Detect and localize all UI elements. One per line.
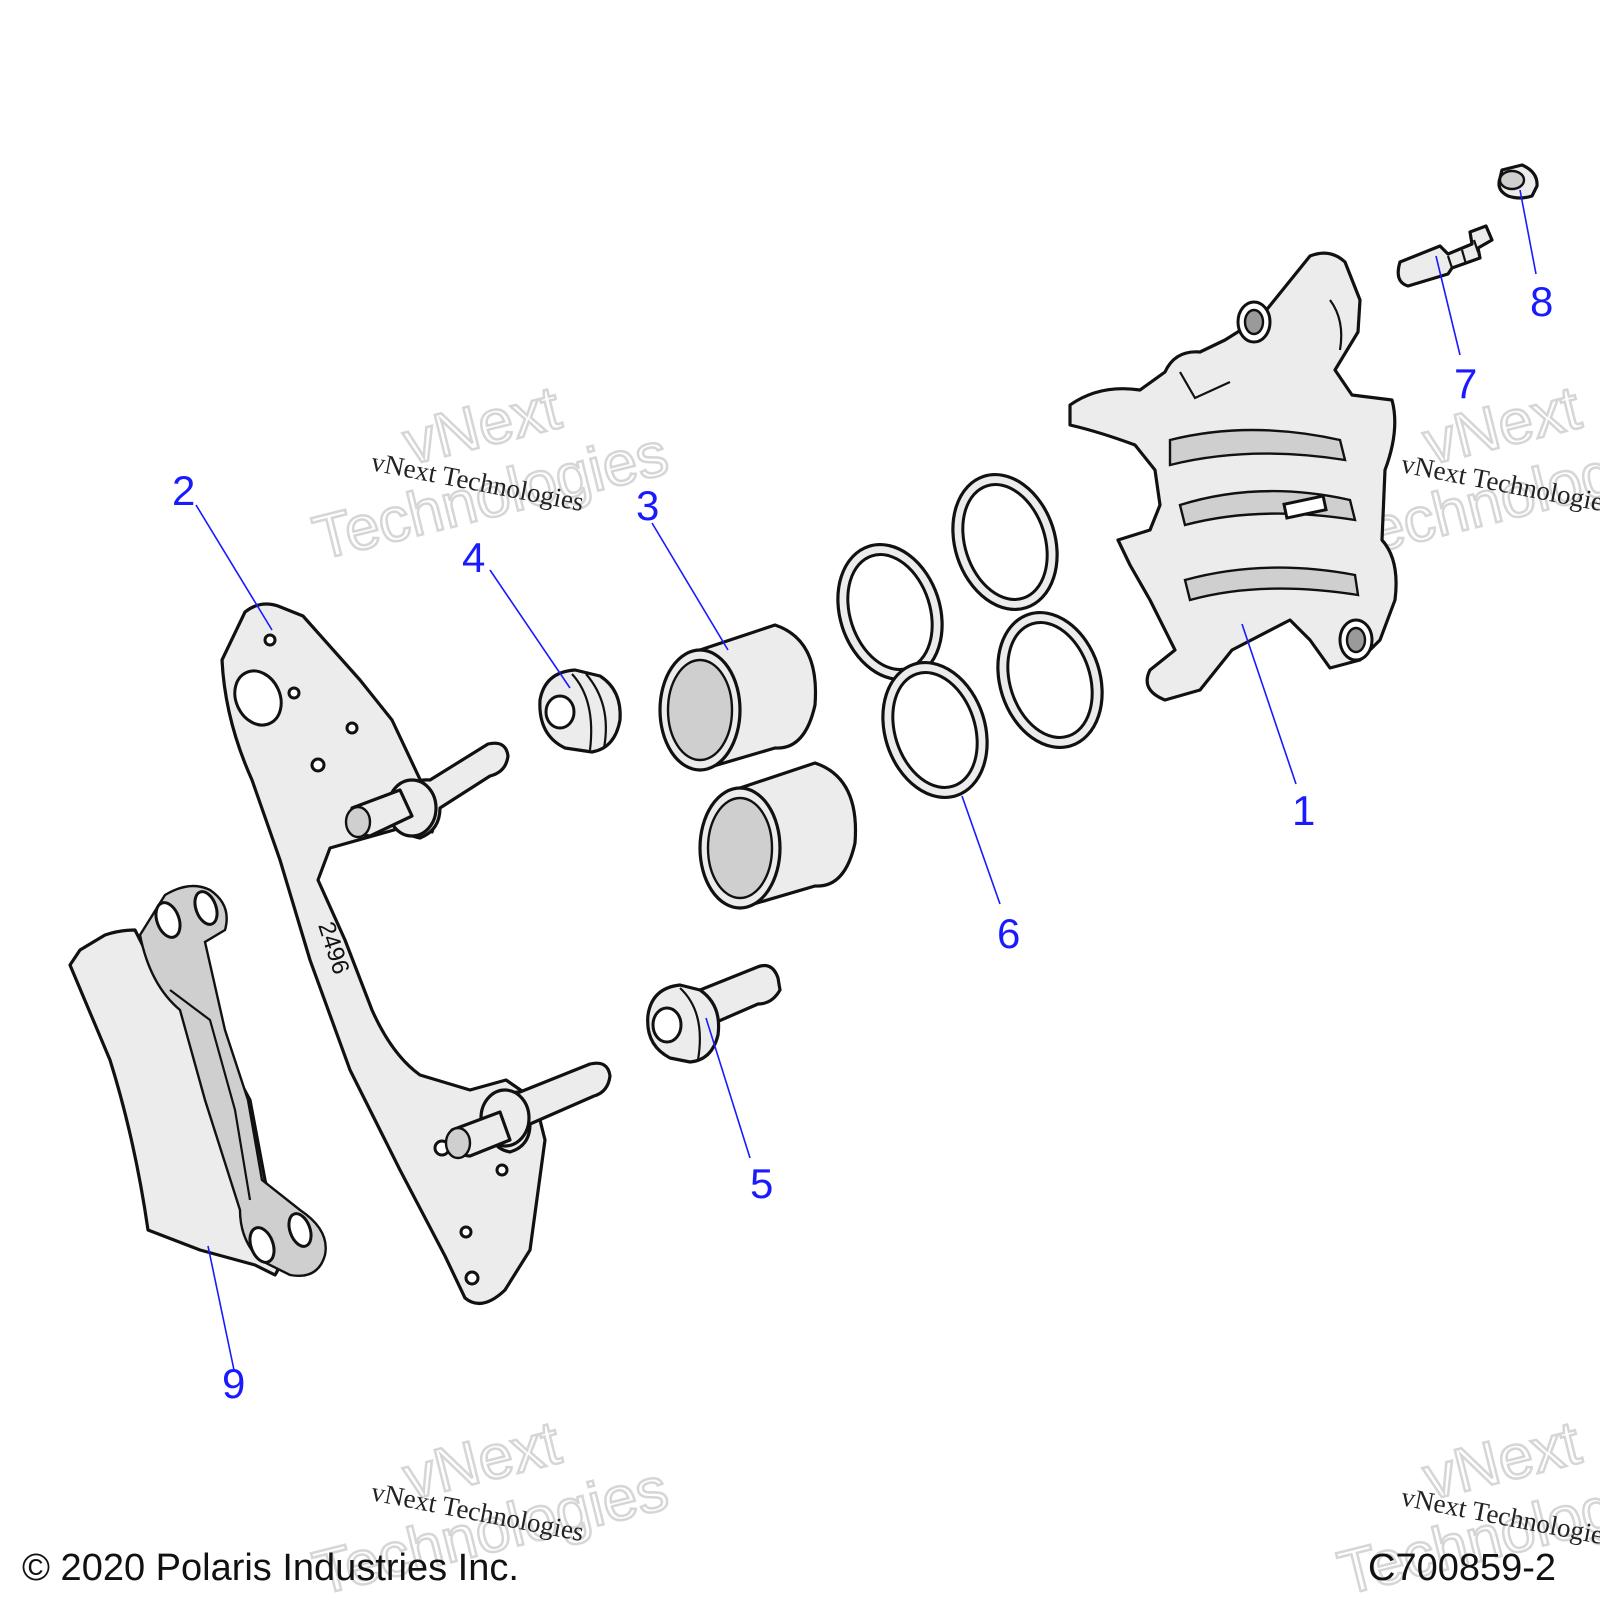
caliper-body [1068,251,1398,702]
piston-seals [836,472,1104,800]
brake-pad [68,884,327,1277]
leader-line-6 [961,795,1001,905]
figure-id: C700859-2 [1368,1547,1556,1589]
caliper-bracket: 2496 [220,602,612,1306]
callout-1: 1 [1292,787,1315,834]
copyright-text: © 2020 Polaris Industries Inc. [22,1547,519,1589]
callout-7: 7 [1454,360,1477,407]
leader-line-3 [651,522,729,651]
leader-line-7 [1435,255,1461,356]
leader-line-1 [1241,623,1297,785]
callout-2: 2 [172,467,195,514]
leader-line-5 [705,1017,751,1159]
callout-3: 3 [636,482,659,529]
leader-line-2 [195,504,273,631]
leader-line-4 [489,569,571,689]
callout-5: 5 [750,1160,773,1207]
bleeder-cap [1497,163,1539,200]
slide-pin-assembly [646,964,782,1064]
callout-8: 8 [1530,278,1553,325]
callout-4: 4 [462,534,485,581]
watermark-group-1: vNext Technologies vNext Technologies [305,372,675,575]
bleeder-screw [1396,224,1494,288]
leader-line-8 [1519,189,1537,275]
slide-pin-boot [538,668,622,754]
callout-9: 9 [222,1360,245,1407]
leader-line-9 [207,1245,235,1371]
pistons [658,623,858,910]
callout-6: 6 [997,910,1020,957]
